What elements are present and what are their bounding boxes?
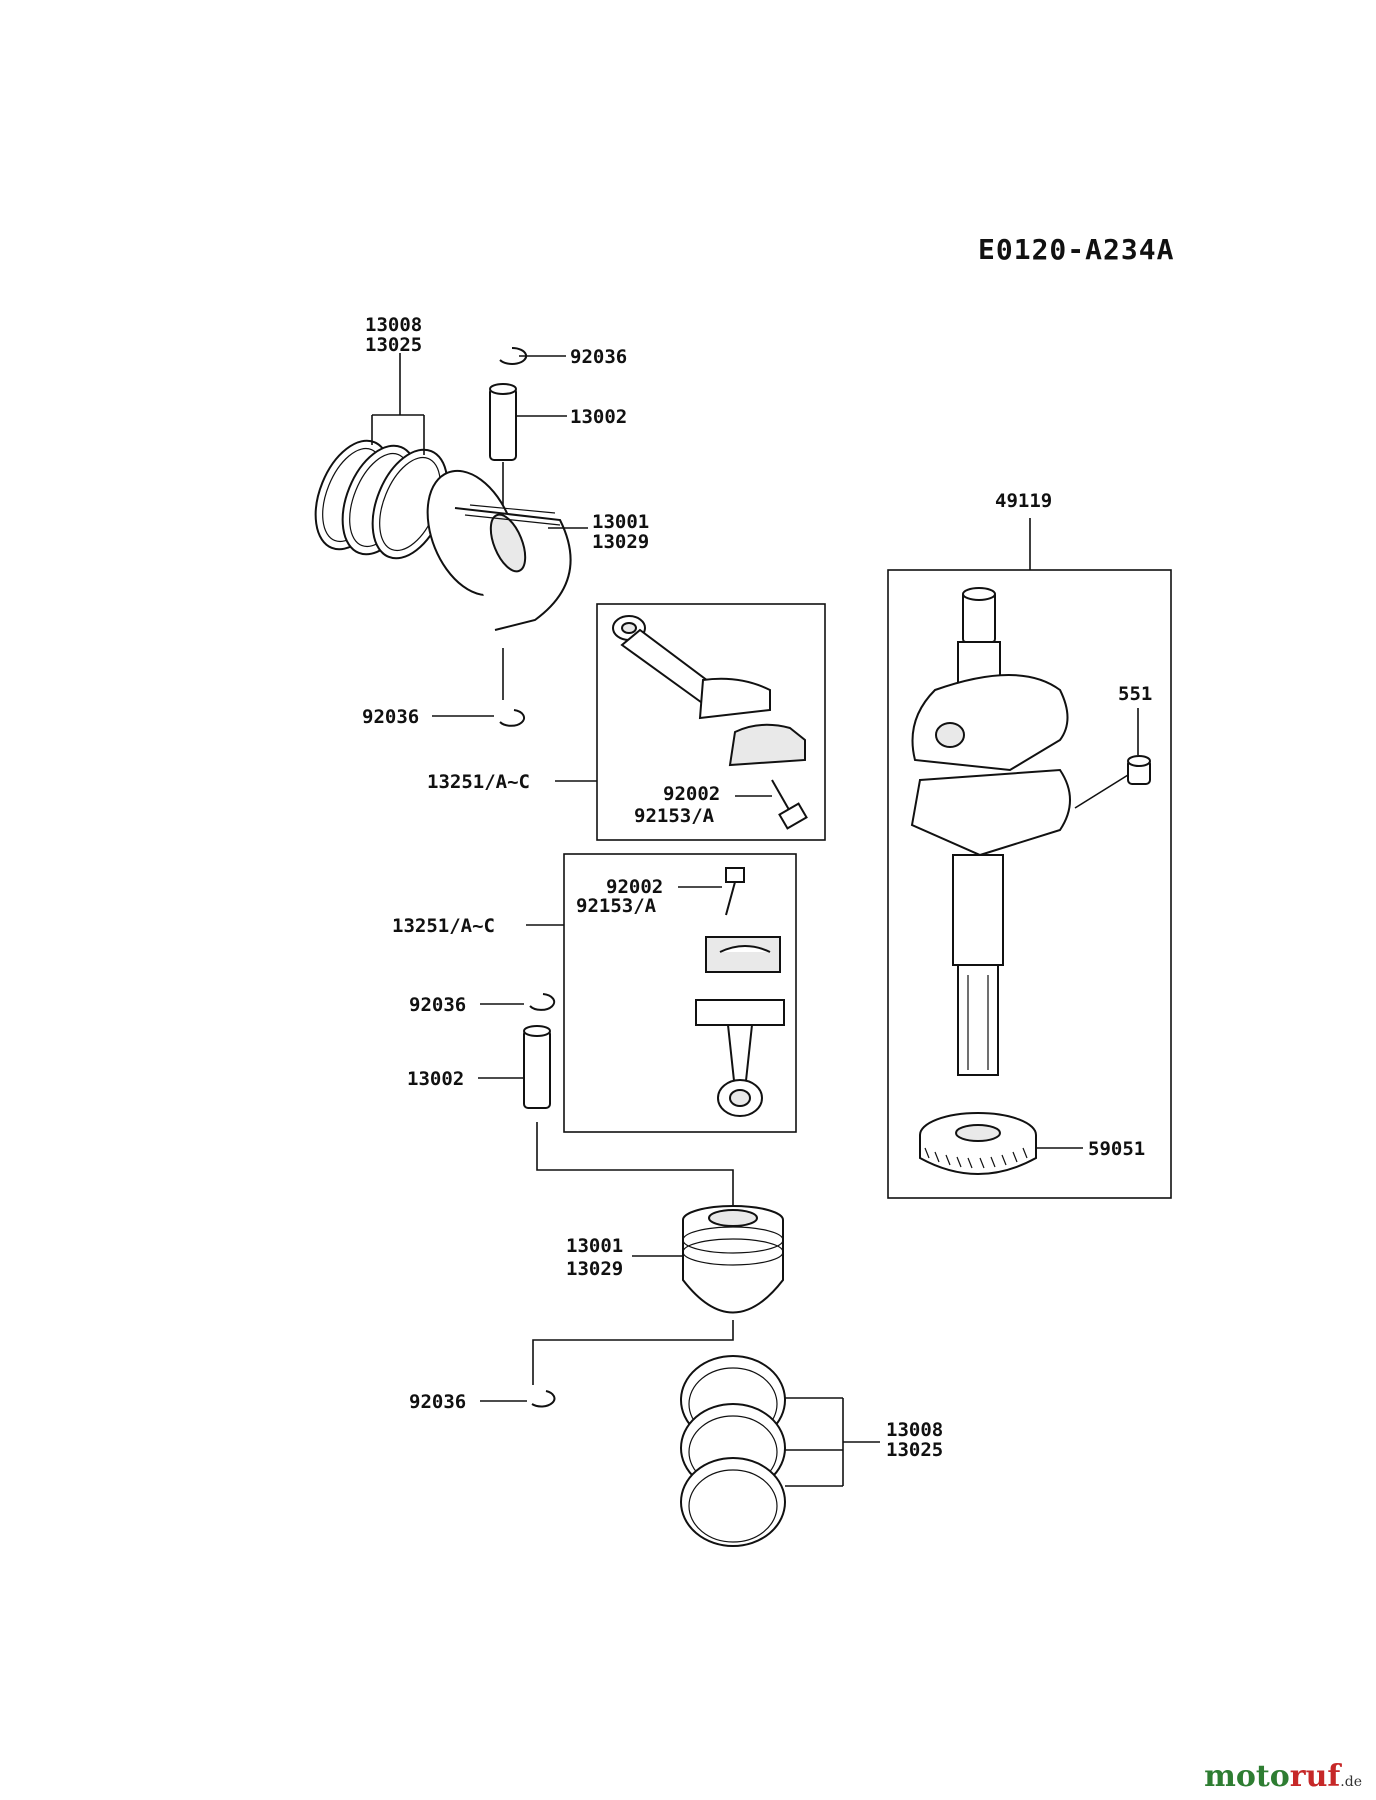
crankshaft-box <box>887 569 1172 1199</box>
conrod-box-top <box>596 603 826 841</box>
ring-set-bottom-label-1: 13008 <box>886 1419 943 1441</box>
ring-set-bottom-label-2: 13025 <box>886 1439 943 1461</box>
connecting-rod-top[interactable] <box>612 615 806 767</box>
piston-bottom-label-2: 13029 <box>566 1258 623 1280</box>
circlip-bottom-label: 92036 <box>409 1391 466 1413</box>
conrod-box-bottom-label: 13251/A~C <box>392 915 495 937</box>
gear[interactable] <box>919 1112 1037 1175</box>
gear-label: 59051 <box>1088 1138 1145 1160</box>
watermark: motoruf.de <box>1204 1759 1362 1794</box>
piston-top-label-1: 13001 <box>592 511 649 533</box>
key[interactable] <box>1127 755 1151 785</box>
piston-pin-top[interactable] <box>489 383 517 461</box>
piston-top[interactable] <box>411 458 572 631</box>
ring-set-top-label-1: 13008 <box>365 314 422 336</box>
bolt-bottom-label-2: 92153/A <box>576 895 657 917</box>
piston-top-label-2: 13029 <box>592 531 649 553</box>
piston-pin-bottom[interactable] <box>523 1025 551 1109</box>
crankshaft[interactable] <box>910 587 1071 1076</box>
leader-ring-set-bottom <box>785 1397 880 1487</box>
circlip-top[interactable] <box>499 346 528 365</box>
ring-set-top-label-2: 13025 <box>365 334 422 356</box>
bolt-bottom[interactable] <box>725 867 745 916</box>
circlip-top-lower-label: 92036 <box>362 706 419 728</box>
conrod-box-top-label: 13251/A~C <box>427 771 530 793</box>
crankshaft-assy-label: 49119 <box>995 490 1052 512</box>
piston-rings-bottom[interactable] <box>680 1355 786 1547</box>
bolt-top-label-1: 92002 <box>663 783 720 805</box>
connecting-rod-bottom[interactable] <box>695 936 785 1117</box>
key-label: 551 <box>1118 683 1152 705</box>
piston-bottom[interactable] <box>682 1205 784 1314</box>
bolt-bottom-label-1: 92002 <box>606 876 663 898</box>
leader-ring-set-top <box>371 353 425 455</box>
watermark-part-2: ruf <box>1289 1759 1341 1794</box>
diagram-code: E0120-A234A <box>978 233 1174 266</box>
bolt-top-label-2: 92153/A <box>634 805 715 827</box>
circlip-mid-label: 92036 <box>409 994 466 1016</box>
circlip-bottom[interactable] <box>531 1390 556 1408</box>
watermark-part-3: .de <box>1340 1774 1362 1790</box>
circlip-top-label: 92036 <box>570 346 627 368</box>
conrod-box-bottom <box>563 853 797 1133</box>
piston-bottom-label-1: 13001 <box>566 1235 623 1257</box>
circlip-mid[interactable] <box>529 993 556 1011</box>
bolt-top[interactable] <box>771 779 808 830</box>
pin-bottom-label: 13002 <box>407 1068 464 1090</box>
watermark-part-1: moto <box>1204 1759 1290 1794</box>
pin-top-label: 13002 <box>570 406 627 428</box>
circlip-top-lower[interactable] <box>499 709 526 727</box>
